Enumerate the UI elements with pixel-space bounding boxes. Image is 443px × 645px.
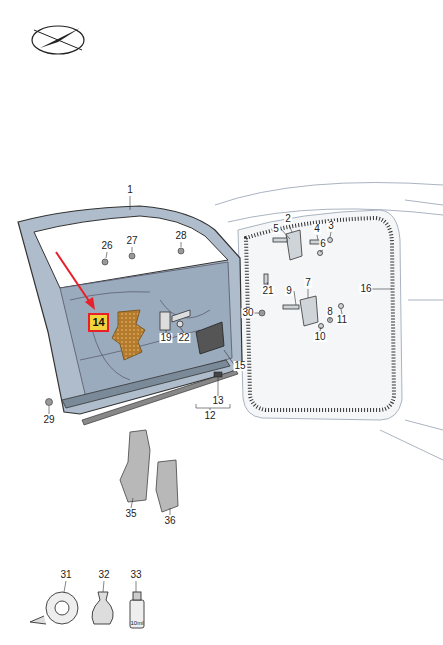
trim-strip — [82, 370, 238, 425]
car-body — [215, 183, 443, 461]
callout-number: 3 — [327, 221, 335, 231]
callout-number: 7 — [304, 278, 312, 288]
callout-number: 15 — [233, 361, 246, 371]
callout-number: 10 — [313, 332, 326, 342]
callout-number: 28 — [174, 231, 187, 241]
callout-number: 12 — [203, 411, 216, 421]
callout-number: 29 — [42, 415, 55, 425]
consumables — [30, 592, 144, 628]
callout-number: 11 — [336, 315, 348, 325]
grille — [196, 322, 224, 354]
callout-number: 4 — [313, 224, 321, 234]
pointer-arrow — [56, 252, 95, 310]
callout-number: 32 — [97, 570, 110, 580]
leader-lines — [49, 196, 392, 592]
callout-number: 8 — [326, 307, 334, 317]
callout-number: 36 — [163, 516, 176, 526]
callout-number: 21 — [261, 286, 274, 296]
door-seal — [246, 218, 394, 410]
callout-number: 1 — [126, 185, 134, 195]
callout-number: 9 — [285, 286, 293, 296]
callout-number: 35 — [124, 509, 137, 519]
callout-number: 31 — [59, 570, 72, 580]
callout-number: 19 — [159, 333, 172, 343]
callout-number: 14 — [92, 317, 104, 328]
callout-box: 14 — [88, 313, 109, 332]
callout-number: 22 — [177, 333, 190, 343]
direction-icon — [32, 26, 84, 54]
plugs — [46, 248, 266, 406]
callout-number: 6 — [319, 239, 327, 249]
foam-blocks — [120, 430, 178, 512]
lock-parts — [160, 310, 190, 330]
callout-number: 33 — [129, 570, 142, 580]
bottle-text: 10ml — [129, 620, 144, 626]
callout-number: 27 — [125, 236, 138, 246]
insulation-pad — [112, 310, 145, 360]
callout-number: 30 — [241, 308, 254, 318]
callout-number: 5 — [272, 224, 280, 234]
callout-number: 26 — [100, 241, 113, 251]
callout-number: 2 — [284, 214, 292, 224]
hinges — [264, 230, 344, 329]
callout-number: 13 — [211, 396, 224, 406]
callout-number: 16 — [359, 284, 372, 294]
